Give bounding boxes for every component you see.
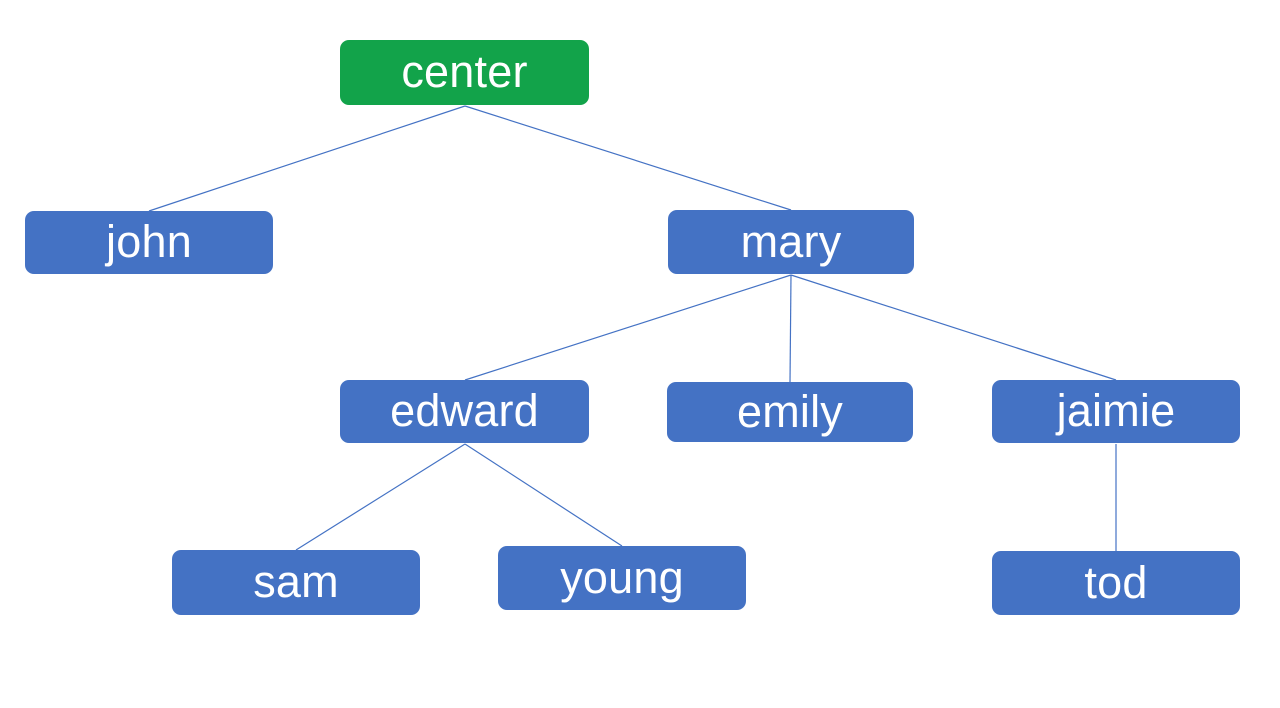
node-edward[interactable]: edward <box>340 380 589 443</box>
node-young[interactable]: young <box>498 546 746 610</box>
node-emily[interactable]: emily <box>667 382 913 442</box>
edge-center-to-mary <box>464 105 792 211</box>
node-label-emily: emily <box>736 385 843 437</box>
edge-center-to-john <box>148 105 466 212</box>
node-label-center: center <box>401 46 528 97</box>
edge-mary-to-edward <box>464 274 792 381</box>
node-jaimie[interactable]: jaimie <box>992 380 1240 443</box>
node-label-mary: mary <box>740 215 842 267</box>
node-label-young: young <box>560 551 684 603</box>
edge-edward-to-sam <box>295 443 466 551</box>
node-sam[interactable]: sam <box>172 550 420 615</box>
node-label-tod: tod <box>1084 556 1148 608</box>
node-label-edward: edward <box>390 385 539 436</box>
node-label-john: john <box>106 216 192 267</box>
edge-mary-to-jaimie <box>790 274 1117 381</box>
edge-mary-to-emily <box>789 274 792 383</box>
node-mary[interactable]: mary <box>668 210 914 274</box>
edge-edward-to-young <box>464 443 623 547</box>
node-john[interactable]: john <box>25 211 273 274</box>
node-center[interactable]: center <box>340 40 589 105</box>
node-label-jaimie: jaimie <box>1056 385 1176 436</box>
node-tod[interactable]: tod <box>992 551 1240 615</box>
node-label-sam: sam <box>253 556 339 607</box>
